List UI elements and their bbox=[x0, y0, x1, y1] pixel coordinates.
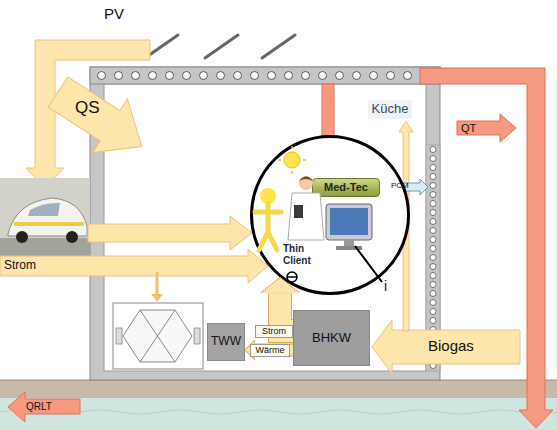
monitor-base bbox=[336, 246, 362, 250]
sun-rays bbox=[278, 146, 306, 174]
flow-label: Wärme bbox=[250, 344, 290, 357]
transmission-loss-arrow bbox=[457, 114, 516, 142]
pv-panel bbox=[205, 35, 238, 58]
arrow-body bbox=[280, 293, 293, 331]
flow-label: PCM bbox=[391, 182, 409, 191]
car-window bbox=[28, 203, 60, 216]
heat-exchanger bbox=[123, 310, 192, 362]
node-text: Küche bbox=[372, 102, 409, 117]
car-road bbox=[0, 238, 90, 258]
ventilation-arrow bbox=[156, 272, 159, 295]
sun-icon bbox=[284, 152, 300, 168]
sun-ray bbox=[278, 159, 281, 161]
doctor-coat bbox=[288, 193, 324, 240]
flow-label: Strom bbox=[4, 259, 36, 272]
ventilation-loss-arrow bbox=[8, 392, 80, 422]
fan-symbol bbox=[116, 328, 122, 344]
node-text: Med-Tec bbox=[324, 181, 368, 194]
source-label: Biogas bbox=[428, 338, 474, 355]
device-icon bbox=[287, 272, 297, 282]
text-holder: Thin Client bbox=[283, 243, 321, 266]
car-body bbox=[8, 198, 87, 236]
pv-panels bbox=[145, 35, 295, 58]
water-wave bbox=[0, 410, 557, 414]
monitor-stand bbox=[344, 240, 354, 246]
node-text: TWW bbox=[211, 335, 241, 349]
car-photo bbox=[0, 178, 90, 258]
exchanger-line bbox=[140, 310, 175, 362]
workplace-circle: Med-TecThin Client bbox=[250, 135, 410, 295]
exchanger-line bbox=[140, 310, 175, 362]
ground-water bbox=[0, 398, 557, 430]
magnifier-handle bbox=[355, 246, 382, 282]
doctor-clipboard bbox=[294, 205, 303, 218]
solar-gain-arrow bbox=[41, 65, 160, 173]
monitor-screen bbox=[330, 208, 368, 235]
monitor-frame bbox=[326, 204, 372, 240]
flow-label: Strom bbox=[255, 325, 293, 338]
sun-ray bbox=[291, 171, 293, 174]
person-figure bbox=[255, 204, 281, 250]
node-text: BHKW bbox=[312, 331, 351, 346]
sun-ray bbox=[303, 159, 306, 161]
fan-symbol bbox=[194, 328, 200, 344]
callout-letter: i bbox=[384, 279, 387, 294]
device-box: Med-Tec bbox=[312, 178, 380, 197]
sun-ray bbox=[291, 146, 293, 149]
pv-panel bbox=[262, 35, 295, 58]
heat-pipe bbox=[322, 84, 334, 137]
chp-unit-box: BHKW bbox=[293, 310, 370, 366]
solar-arrow-shape bbox=[41, 65, 160, 173]
energy-symbol: QRLT bbox=[26, 401, 52, 412]
arrow-outline bbox=[255, 343, 293, 356]
ground-soil bbox=[0, 380, 557, 398]
circle-outline bbox=[250, 135, 410, 295]
power-arrow bbox=[0, 249, 268, 283]
ventilation-arrow-head bbox=[151, 294, 163, 302]
roof-pipes bbox=[90, 67, 440, 84]
energy-symbol: QT bbox=[461, 122, 476, 134]
person-head bbox=[260, 188, 276, 204]
car-stripe bbox=[14, 222, 84, 226]
energy-symbol: QS bbox=[75, 99, 100, 118]
energy-flow-arrow bbox=[280, 293, 293, 331]
hot-water-box: TWW bbox=[207, 323, 245, 361]
arrow-outline bbox=[280, 293, 293, 331]
car-wheel bbox=[16, 231, 28, 243]
source-label: PV bbox=[104, 6, 124, 23]
doctor-hair bbox=[299, 177, 313, 182]
biogas-arrow bbox=[372, 320, 520, 374]
car-energy-arrow bbox=[88, 216, 252, 250]
car-wheel bbox=[66, 231, 78, 243]
energy-flow-arrow bbox=[255, 349, 293, 350]
circle-shape bbox=[252, 137, 409, 294]
node-text: Thin Client bbox=[283, 243, 321, 266]
room-box: Küche bbox=[368, 100, 412, 119]
arrow-body bbox=[255, 344, 293, 355]
doctor-head bbox=[299, 176, 313, 190]
heat-recovery-unit bbox=[113, 303, 203, 369]
heat-exhaust-arrow bbox=[420, 68, 553, 428]
device-icon-line bbox=[287, 276, 297, 278]
